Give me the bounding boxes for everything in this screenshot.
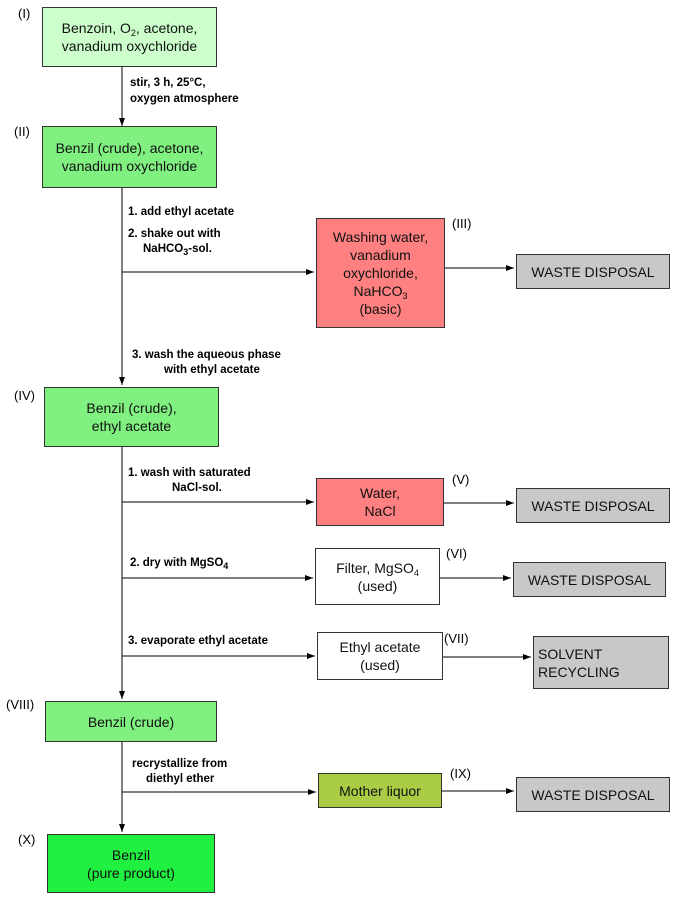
step-stir: stir, 3 h, 25°C, oxygen atmosphere xyxy=(130,76,239,106)
node-filter-mgso4: Filter, MgSO4 (used) xyxy=(315,548,440,605)
step-stir-line1: stir, 3 h, 25°C, xyxy=(130,77,206,89)
node-iii-line3: oxychloride, xyxy=(343,265,418,281)
step-evaporate: 3. evaporate ethyl acetate xyxy=(128,635,268,647)
waste-disposal-2-label: WASTE DISPOSAL xyxy=(531,497,655,514)
node-viii-line1: Benzil (crude) xyxy=(87,713,175,730)
step-dry-mgso4: 2. dry with MgSO4 xyxy=(130,557,229,571)
solvent-recycling: SOLVENT RECYCLING xyxy=(533,636,669,689)
step-stir-line2: oxygen atmosphere xyxy=(130,93,239,105)
node-vii-line1: Ethyl acetate xyxy=(339,639,421,655)
waste-disposal-1: WASTE DISPOSAL xyxy=(516,254,670,289)
node-ethyl-acetate-used: Ethyl acetate (used) xyxy=(317,632,443,680)
node-iii-line1: Washing water, xyxy=(332,229,429,245)
node-iii-line4: NaHCO3 xyxy=(353,283,408,301)
step-wash-nacl-line1: 1. wash with saturated xyxy=(128,467,251,479)
waste-disposal-3: WASTE DISPOSAL xyxy=(513,562,666,597)
node-ii-line1: Benzil (crude), acetone, xyxy=(55,140,204,156)
step-wash-nacl-line2: NaCl-sol. xyxy=(172,482,222,494)
node-mother-liquor: Mother liquor xyxy=(318,773,442,808)
node-washing-water: Washing water, vanadium oxychloride, NaH… xyxy=(316,218,445,328)
node-x-line1: Benzil xyxy=(111,846,151,863)
node-vii-line2: (used) xyxy=(360,657,400,673)
node-iv-line2: ethyl acetate xyxy=(91,418,172,434)
waste-disposal-2: WASTE DISPOSAL xyxy=(516,488,670,523)
solvent-recycling-line2: RECYCLING xyxy=(538,663,620,680)
label-vii: (VII) xyxy=(444,631,469,646)
node-vi-line2: (used) xyxy=(357,577,398,594)
node-x-line2: (pure product) xyxy=(87,864,175,881)
node-ix-line1: Mother liquor xyxy=(339,782,421,799)
label-iv: (IV) xyxy=(14,388,35,403)
label-viii: (VIII) xyxy=(6,697,35,712)
solvent-recycling-line1: SOLVENT xyxy=(538,645,603,662)
step-shake-out: 2. shake out with NaHCO3-sol. xyxy=(128,227,221,257)
label-x: (X) xyxy=(18,832,36,847)
step-add-ethyl-acetate: 1. add ethyl acetate xyxy=(128,206,235,218)
label-iii: (III) xyxy=(452,216,472,231)
node-benzoin-line1: Benzoin, O2, acetone, xyxy=(61,20,198,38)
node-ii-line2: vanadium oxychloride xyxy=(61,158,198,174)
label-vi: (VI) xyxy=(446,546,467,561)
node-iii-line2: vanadium xyxy=(350,247,411,263)
waste-disposal-3-label: WASTE DISPOSAL xyxy=(527,571,652,588)
node-benzoin-line2: vanadium oxychloride xyxy=(61,38,198,54)
waste-disposal-4-label: WASTE DISPOSAL xyxy=(531,786,655,803)
node-benzil-pure: Benzil (pure product) xyxy=(47,834,215,893)
waste-disposal-1-label: WASTE DISPOSAL xyxy=(531,263,655,280)
step-wash-aqueous-line1: 3. wash the aqueous phase xyxy=(132,349,281,361)
node-benzil-crude-ethyl-acetate: Benzil (crude), ethyl acetate xyxy=(44,387,219,447)
node-benzoin-start: Benzoin, O2, acetone, vanadium oxychlori… xyxy=(42,7,217,67)
node-water-nacl: Water, NaCl xyxy=(316,478,444,526)
step-recrystallize: recrystallize from diethyl ether xyxy=(132,757,227,786)
node-v-line1: Water, xyxy=(360,485,400,501)
step-wash-nacl: 1. wash with saturated NaCl-sol. xyxy=(128,466,251,495)
label-v: (V) xyxy=(452,472,470,487)
waste-disposal-4: WASTE DISPOSAL xyxy=(516,777,670,812)
step-recrystallize-line2: diethyl ether xyxy=(146,773,215,785)
node-benzil-crude-acetone: Benzil (crude), acetone, vanadium oxychl… xyxy=(42,126,217,188)
label-ii: (II) xyxy=(14,124,30,139)
label-i: (I) xyxy=(18,6,31,21)
step-wash-aqueous: 3. wash the aqueous phase with ethyl ace… xyxy=(132,348,281,377)
step-recrystallize-line1: recrystallize from xyxy=(132,758,228,770)
label-ix: (IX) xyxy=(450,766,471,781)
node-iii-line5: (basic) xyxy=(359,301,402,317)
node-iv-line1: Benzil (crude), xyxy=(86,400,177,416)
node-v-line2: NaCl xyxy=(364,503,396,519)
node-vi-line1: Filter, MgSO4 xyxy=(336,559,419,578)
step-shake-out-line1: 2. shake out with xyxy=(128,228,221,240)
step-shake-out-line2: NaHCO3-sol. xyxy=(143,243,212,257)
step-wash-aqueous-line2: with ethyl acetate xyxy=(164,364,260,376)
node-benzil-crude: Benzil (crude) xyxy=(45,701,217,742)
